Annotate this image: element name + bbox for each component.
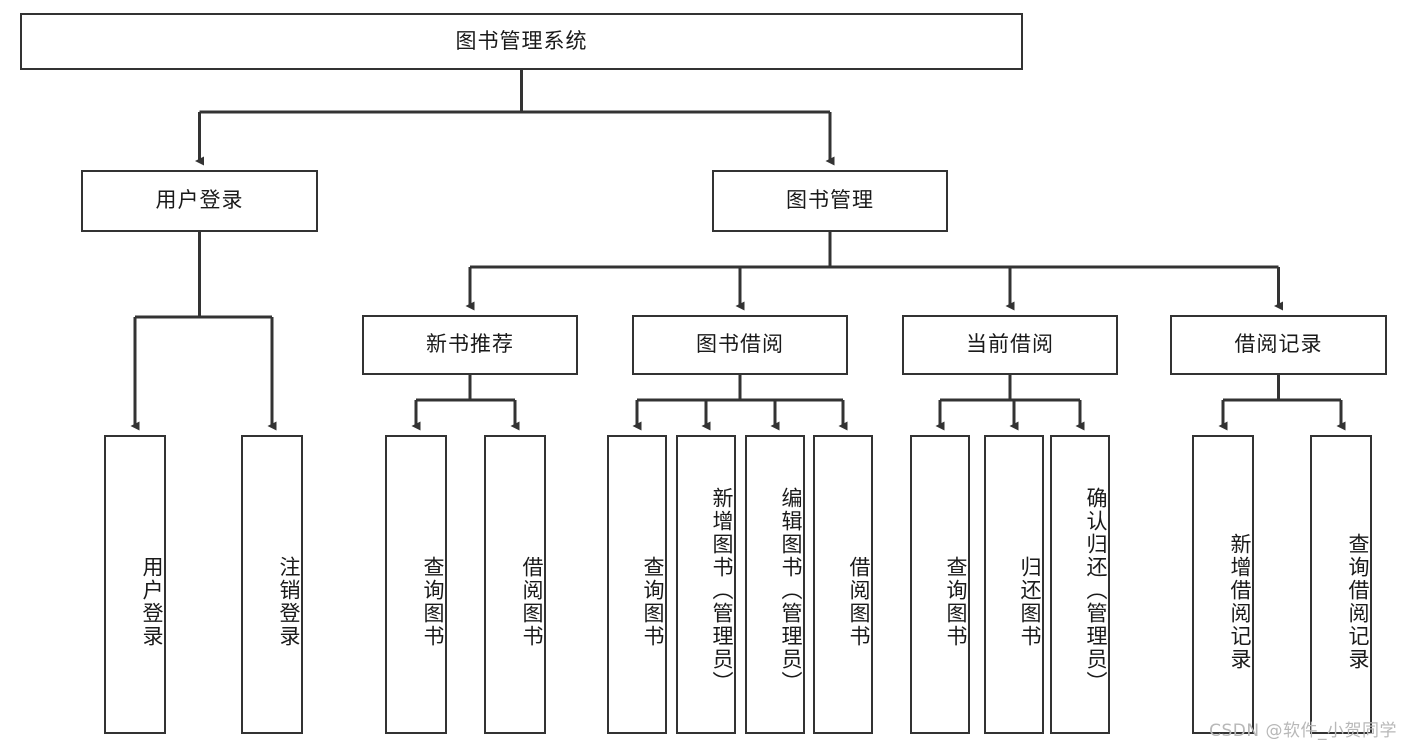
node-label: 新书推荐 — [426, 332, 514, 357]
node-leaf_query_rec[interactable]: 查询借阅记录 — [1310, 435, 1372, 734]
node-label: 新增图书（管理员） — [710, 487, 734, 694]
node-leaf_add_book[interactable]: 新增图书（管理员） — [676, 435, 736, 734]
node-leaf_user_login[interactable]: 用户登录 — [104, 435, 166, 734]
node-label: 查询借阅记录 — [1346, 532, 1370, 671]
node-leaf_logout[interactable]: 注销登录 — [241, 435, 303, 734]
node-leaf_query_1[interactable]: 查询图书 — [385, 435, 447, 734]
node-label: 当前借阅 — [966, 332, 1054, 357]
node-book_borrow[interactable]: 图书借阅 — [632, 315, 848, 375]
node-label: 借阅记录 — [1234, 332, 1323, 357]
node-user_login[interactable]: 用户登录 — [81, 170, 318, 232]
node-leaf_return[interactable]: 归还图书 — [984, 435, 1044, 734]
node-label: 归还图书 — [1018, 555, 1042, 648]
node-label: 图书管理系统 — [455, 28, 588, 53]
node-leaf_query_3[interactable]: 查询图书 — [910, 435, 970, 734]
node-label: 用户登录 — [155, 188, 244, 213]
node-leaf_borrow_2[interactable]: 借阅图书 — [813, 435, 873, 734]
node-current_borrow[interactable]: 当前借阅 — [902, 315, 1118, 375]
node-label: 查询图书 — [641, 555, 665, 648]
node-label: 用户登录 — [140, 555, 164, 648]
node-label: 查询图书 — [421, 555, 445, 648]
node-label: 查询图书 — [944, 555, 968, 648]
node-label: 图书借阅 — [696, 332, 784, 357]
node-label: 确认归还（管理员） — [1084, 487, 1108, 694]
node-root[interactable]: 图书管理系统 — [20, 13, 1023, 70]
node-new_book_rec[interactable]: 新书推荐 — [362, 315, 578, 375]
node-label: 编辑图书（管理员） — [779, 487, 803, 694]
node-label: 注销登录 — [277, 555, 301, 648]
node-label: 新增借阅记录 — [1228, 532, 1252, 671]
node-leaf_add_rec[interactable]: 新增借阅记录 — [1192, 435, 1254, 734]
node-leaf_confirm[interactable]: 确认归还（管理员） — [1050, 435, 1110, 734]
node-leaf_query_2[interactable]: 查询图书 — [607, 435, 667, 734]
node-leaf_edit_book[interactable]: 编辑图书（管理员） — [745, 435, 805, 734]
node-label: 图书管理 — [786, 188, 874, 213]
node-label: 借阅图书 — [847, 555, 871, 648]
node-leaf_borrow_1[interactable]: 借阅图书 — [484, 435, 546, 734]
node-borrow_record[interactable]: 借阅记录 — [1170, 315, 1387, 375]
node-label: 借阅图书 — [520, 555, 544, 648]
node-book_mgmt[interactable]: 图书管理 — [712, 170, 948, 232]
